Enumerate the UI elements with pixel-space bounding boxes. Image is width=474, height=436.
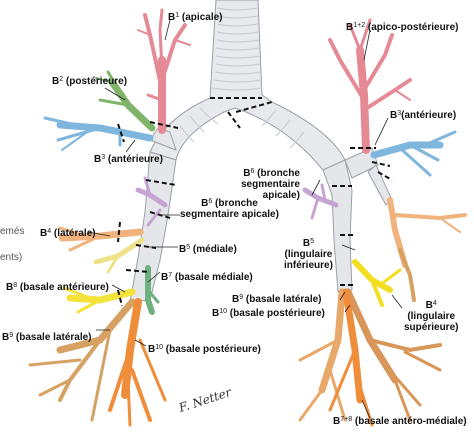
b6-superior-right-branch xyxy=(135,176,168,227)
b8-basal-anterior-branch xyxy=(62,286,136,314)
label-b10-basale-posterieure-left: B10 (basale postérieure) xyxy=(212,308,325,319)
label-b1-2-apico-posterieure: B1+2 (apico-postérieure) xyxy=(346,22,459,33)
segment-boundaries xyxy=(117,97,393,307)
b5-medial-branch xyxy=(93,237,145,274)
b3-anterior-left-branch xyxy=(370,130,457,177)
b5-lingular-inferior-branch xyxy=(398,248,416,302)
label-b10-basale-posterieure-right: B10 (basale postérieure) xyxy=(148,344,261,355)
b1-apical-branch xyxy=(137,8,191,134)
label-b8-basale-anterieure: B8 (basale antérieure) xyxy=(6,282,109,293)
b7-8-anteromedial-branch xyxy=(344,288,442,422)
b1-2-apicoposterior-branch xyxy=(328,18,412,154)
b3-anterior-branch xyxy=(43,116,154,151)
b9-basal-lateral-branch xyxy=(28,298,136,422)
cropped-text-fragment-bottom: ents) xyxy=(0,252,23,263)
label-b5-mediale: B5 (médiale) xyxy=(179,244,237,255)
label-b1-apicale: B1 (apicale) xyxy=(168,12,223,23)
b4-lateral-branch xyxy=(58,226,144,252)
label-b9-basale-laterale-right: B9 (basale latérale) xyxy=(2,332,92,343)
label-b7-basale-mediale: B7 (basale médiale) xyxy=(161,272,253,283)
b4-lingular-superior-branch xyxy=(352,197,467,307)
cropped-text-fragment-top: emés xyxy=(0,226,25,237)
label-b7-8-antero-mediale: B7+8 (basale antéro-médiale) xyxy=(333,416,467,427)
right-bronchial-tree xyxy=(28,8,191,427)
b2-posterior-branch xyxy=(95,70,156,132)
b7-basal-medial-branch xyxy=(145,265,160,315)
leader-lines xyxy=(87,19,403,419)
label-b3-anterieure-left: B3(antérieure) xyxy=(390,110,457,121)
label-b2-posterieure: B2 (postérieure) xyxy=(52,76,128,87)
label-b3-anterieure-right: B3 (antérieure) xyxy=(94,154,163,165)
trachea xyxy=(149,0,346,171)
b6-superior-left-branch xyxy=(302,183,339,220)
label-b9-basale-laterale-left: B9 (basale latérale) xyxy=(232,294,322,305)
left-bronchial-tree xyxy=(298,18,467,427)
b10-basal-posterior-left-branch xyxy=(328,288,374,427)
label-b4-laterale: B4 (latérale) xyxy=(40,228,96,239)
b10-basal-posterior-branch xyxy=(108,298,167,427)
